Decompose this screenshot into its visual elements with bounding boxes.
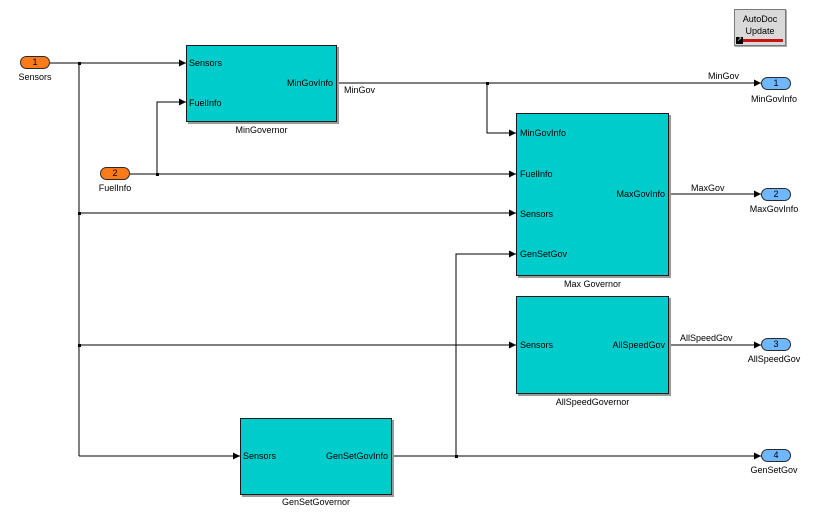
max-governor-title: Max Governor xyxy=(563,279,622,289)
allspeed-governor-in-sensors: Sensors xyxy=(520,340,554,350)
max-governor-in-sensors: Sensors xyxy=(520,209,554,219)
block-allspeed-governor[interactable]: Sensors AllSpeedGov xyxy=(516,296,669,394)
branch-dot xyxy=(156,173,159,176)
outport-allspeedgov[interactable]: 3 xyxy=(761,338,791,351)
max-governor-in-mingovinfo: MinGovInfo xyxy=(520,128,567,138)
branch-dot xyxy=(455,455,458,458)
wire-fuel-to-mingov xyxy=(156,98,186,174)
signal-label-mingov-near-output: MinGov xyxy=(708,71,740,81)
branch-dot xyxy=(78,62,81,65)
outport-maxgovinfo-label: MaxGovInfo xyxy=(749,204,799,214)
allspeed-governor-title: AllSpeedGovernor xyxy=(555,397,630,407)
branch-dot xyxy=(486,82,489,85)
wire-mingov-to-maxgov xyxy=(486,83,516,137)
shortcut-link-icon: ↗ xyxy=(736,37,743,44)
inport-sensors-label: Sensors xyxy=(18,72,52,82)
signal-label-mingov-near-block: MinGov xyxy=(344,85,376,95)
allspeed-governor-out: AllSpeedGov xyxy=(612,340,665,350)
outport-gensetgov-label: GenSetGov xyxy=(750,465,798,475)
block-min-governor[interactable]: Sensors FuelInfo MinGovInfo xyxy=(186,45,337,122)
outport-mingovinfo[interactable]: 1 xyxy=(761,77,791,90)
block-genset-governor[interactable]: Sensors GenSetGovInfo xyxy=(240,418,392,495)
autodoc-line1: AutoDoc xyxy=(742,14,778,24)
branch-dot xyxy=(78,212,81,215)
min-governor-out: MinGovInfo xyxy=(286,78,333,88)
genset-governor-out: GenSetGovInfo xyxy=(325,451,388,461)
outport-mingovinfo-label: MinGovInfo xyxy=(750,94,798,104)
min-governor-in-sensors: Sensors xyxy=(189,58,223,68)
autodoc-underline xyxy=(741,39,783,42)
wire-genset-to-maxgov xyxy=(455,250,516,456)
genset-governor-in-sensors: Sensors xyxy=(243,451,277,461)
inport-fuelinfo[interactable]: 2 xyxy=(100,167,130,180)
max-governor-out: MaxGovInfo xyxy=(616,189,665,199)
branch-dot xyxy=(78,344,81,347)
outport-allspeedgov-label: AllSpeedGov xyxy=(747,354,801,364)
min-governor-title: MinGovernor xyxy=(235,125,288,135)
min-governor-in-fuelinfo: FuelInfo xyxy=(189,98,222,108)
autodoc-line2: Update xyxy=(745,26,775,36)
block-max-governor[interactable]: MinGovInfo FuelInfo Sensors GenSetGov Ma… xyxy=(516,113,669,276)
inport-fuelinfo-label: FuelInfo xyxy=(98,183,132,193)
autodoc-update-button[interactable]: AutoDoc Update ↗ xyxy=(734,9,786,46)
genset-governor-title: GenSetGovernor xyxy=(281,497,351,507)
signal-label-maxgov: MaxGov xyxy=(691,183,725,193)
outport-gensetgov[interactable]: 4 xyxy=(761,449,791,462)
signal-label-allspeedgov: AllSpeedGov xyxy=(680,333,733,343)
outport-maxgovinfo[interactable]: 2 xyxy=(761,188,791,201)
inport-sensors[interactable]: 1 xyxy=(20,56,50,69)
max-governor-in-fuelinfo: FuelInfo xyxy=(520,169,553,179)
autodoc-update-label: AutoDoc Update xyxy=(735,13,785,37)
max-governor-in-gensetgov: GenSetGov xyxy=(520,249,568,259)
